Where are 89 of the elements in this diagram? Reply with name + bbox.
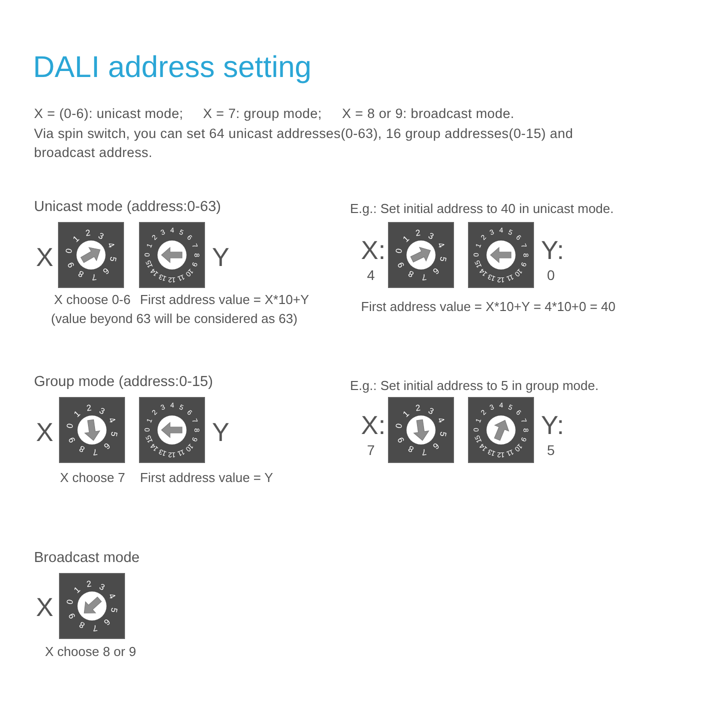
dial-number: 9 [396,260,406,269]
intro-text: Via spin switch, you can set 64 unicast addresses(0-63), 16 group addresses(0-15) and broadcast address. [34,125,574,162]
rotary-switch [58,222,124,288]
switch-letter: X [36,417,54,447]
rotary-switch [468,222,534,288]
switch-letter: X [36,242,54,272]
example-heading: E.g.: Set initial address to 5 in group mode. [350,377,599,395]
dial-number: 5 [109,430,118,437]
dial-number: 9 [66,260,76,269]
rotary-switch [468,397,534,463]
dial-number: 2 [415,404,421,413]
intro-text: X = (0-6): unicast mode; [34,105,184,123]
rotary-switch [388,222,454,288]
switch-value: 7 [367,441,375,459]
dial-number: 0 [64,248,74,254]
dial-number: 1 [72,585,82,595]
dial-number: 7 [421,272,427,282]
switch-letter: Y: [541,410,564,440]
dial-number: 0 [394,248,404,254]
dial-number: 1 [72,409,82,419]
switch-value: 5 [547,441,555,459]
dial-number: 8 [406,270,415,280]
dial-number: 7 [91,272,97,282]
section-heading: Broadcast mode [34,549,140,567]
dial-number: 7 [92,447,98,456]
dial-number: 8 [78,620,86,630]
dial-number: 7 [421,447,427,456]
switch-letter: X [36,592,54,622]
rotary-switch [59,397,125,463]
dial-number: 5 [109,606,118,613]
dial-number: 5 [438,430,448,437]
rotary-switch [59,573,125,639]
dial-number: 8 [78,444,86,454]
dial-number: 3 [427,230,436,240]
dial-number: 1 [401,409,410,419]
dial-number: 6 [432,441,441,451]
dial-number: 4 [106,416,117,424]
switch-letter: Y [212,417,230,447]
dial-number: 3 [98,406,106,416]
switch-value: 0 [547,266,555,284]
dial-number: 8 [76,270,85,280]
dial-number: 6 [102,266,111,276]
dial-number: 5 [108,256,118,262]
caption-text: First address value = Y [140,469,274,487]
dial-number: 3 [98,582,106,592]
intro-text: X = 7: group mode; [203,105,322,123]
dial-number: 6 [102,441,112,451]
dial-number: 9 [396,436,406,444]
switch-value: 4 [367,266,375,284]
dial-number: 8 [406,444,415,454]
section-heading: Unicast mode (address:0-63) [34,198,221,216]
dial-number: 9 [67,436,78,444]
dial-number: 5 [438,256,448,262]
dial-number: 6 [102,617,112,627]
dial-number: 2 [86,580,92,589]
dial-number: 3 [97,230,106,240]
dial-number: 4 [106,592,117,600]
dial-number: 1 [71,234,80,244]
dial-number: 0 [66,599,75,606]
caption-text: X choose 7 [60,469,126,487]
dial-number: 9 [67,612,78,620]
dial-number: 4 [436,416,446,424]
switch-letter: X: [361,235,386,265]
caption-text: X choose 8 or 9 [45,643,136,661]
switch-letter: Y [212,242,230,272]
dial-number: 4 [436,241,446,250]
example-heading: E.g.: Set initial address to 40 in unicast mode. [350,200,614,218]
switch-letter: X: [361,410,386,440]
intro-text: X = 8 or 9: broadcast mode. [342,105,514,123]
dial-number: 4 [106,241,116,250]
dial-number: 2 [86,404,92,413]
caption-text: First address value = X*10+Y = 4*10+0 = 40 [361,298,616,316]
dial-number: 3 [427,406,436,416]
rotary-switch [388,397,454,463]
switch-letter: Y: [541,235,564,265]
rotary-switch [139,397,205,463]
dial-number: 2 [85,228,91,238]
rotary-switch [139,222,205,288]
dial-number: 0 [66,423,75,430]
page-title: DALI address setting [33,50,312,86]
dial-number: 7 [92,623,98,632]
section-heading: Group mode (address:0-15) [34,373,213,391]
dial-number: 6 [432,266,441,276]
dial-number: 2 [415,228,421,238]
dial-number: 0 [394,423,404,430]
caption-text: (value beyond 63 will be considered as 63) [51,310,298,328]
caption-text: X choose 0-6 [54,291,131,309]
caption-text: First address value = X*10+Y [140,291,310,309]
dial-number: 1 [401,234,410,244]
